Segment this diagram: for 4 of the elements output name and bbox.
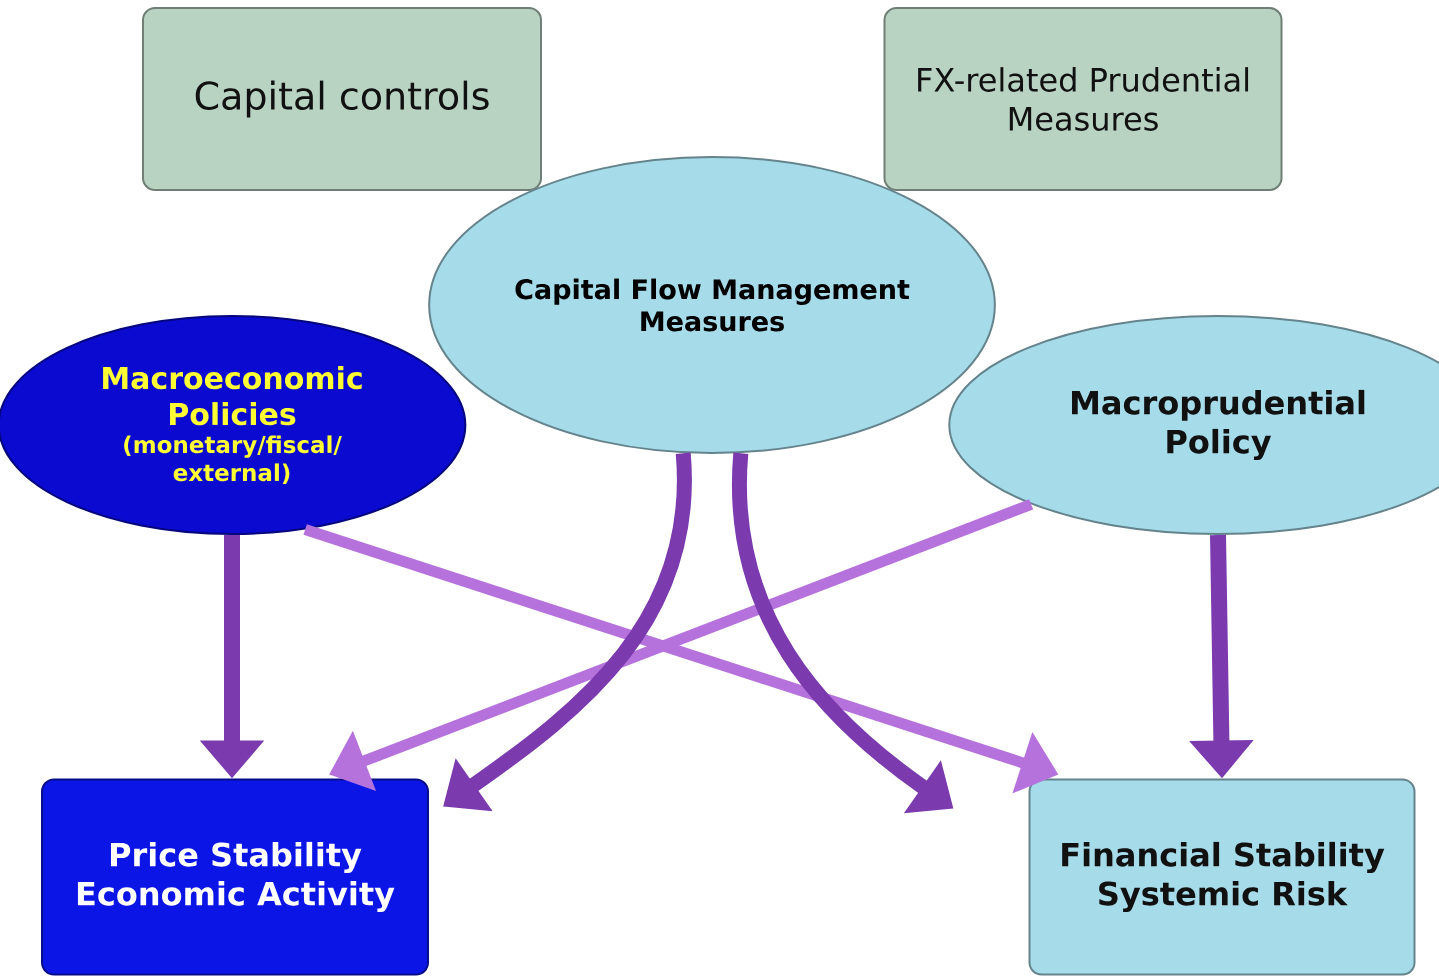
title-box: FX-related Prudential Measures [883,7,1283,191]
goal-box: Price Stability Economic Activity [41,778,429,976]
goal-box: Financial Stability Systemic Risk [1028,778,1416,976]
title-box: Capital controls [142,7,542,191]
